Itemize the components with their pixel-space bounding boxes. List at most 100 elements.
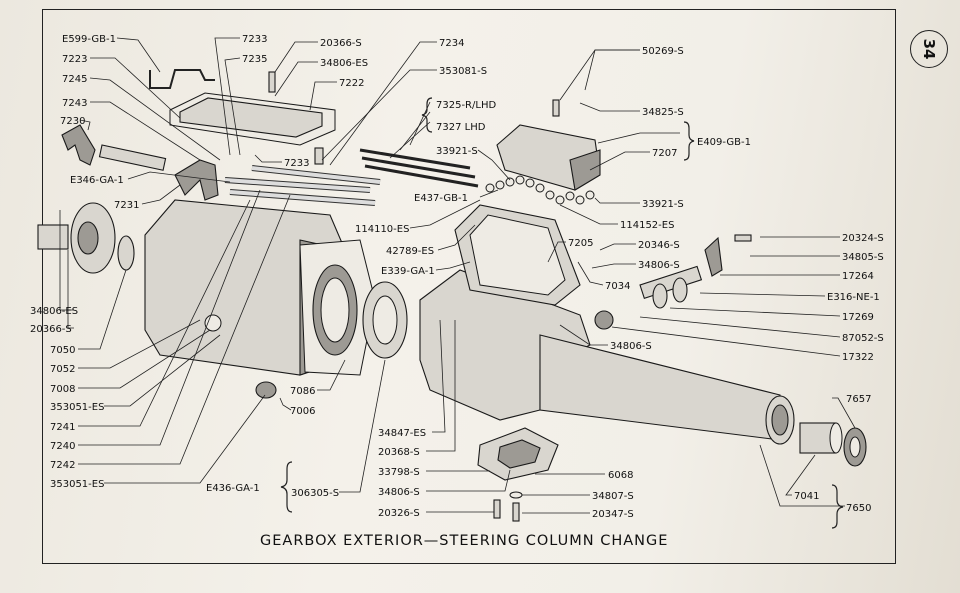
label-7231: 7231: [114, 200, 139, 211]
label-7657: 7657: [846, 394, 871, 405]
label-306305: 306305-S: [291, 488, 339, 499]
label-7240: 7240: [50, 441, 75, 452]
label-e436: E436-GA-1: [206, 483, 260, 494]
label-20326: 20326-S: [378, 508, 420, 519]
selector-rail: [98, 144, 167, 171]
label-34825: 34825-S: [642, 107, 684, 118]
gearbox-casing: [144, 199, 376, 376]
label-6068: 6068: [608, 470, 633, 481]
label-34805: 34805-S: [842, 252, 884, 263]
label-20366s-l: 20366-S: [30, 324, 72, 335]
label-7050: 7050: [50, 345, 75, 356]
label-7245: 7245: [62, 74, 87, 85]
label-7207: 7207: [652, 148, 677, 159]
label-7223: 7223: [62, 54, 87, 65]
label-7233a: 7233: [242, 34, 267, 45]
top-cover-plate: [169, 92, 336, 146]
label-7327: 7327 LHD: [436, 122, 486, 133]
label-34806s-b: 34806-S: [610, 341, 652, 352]
label-353051es-b: 353051-ES: [50, 479, 104, 490]
label-7233b: 7233: [284, 158, 309, 169]
label-7222: 7222: [339, 78, 364, 89]
control-cover: [496, 124, 601, 191]
label-7650: 7650: [846, 503, 871, 514]
label-20368: 20368-S: [378, 447, 420, 458]
label-33798: 33798-S: [378, 467, 420, 478]
control-rods: [359, 148, 479, 188]
label-7325: 7325-R/LHD: [436, 100, 496, 111]
shift-lever-assembly: [594, 236, 723, 330]
label-7243: 7243: [62, 98, 87, 109]
nuts-and-washers: [485, 175, 595, 205]
label-50269: 50269-S: [642, 46, 684, 57]
label-20324: 20324-S: [842, 233, 884, 244]
label-42789: 42789-ES: [386, 246, 434, 257]
leader-lines: [59, 37, 856, 514]
label-7041: 7041: [794, 491, 819, 502]
drain-plug: [255, 381, 277, 399]
label-34806es-l: 34806-ES: [30, 306, 78, 317]
rear-mount: [477, 427, 559, 481]
label-e437: E437-GB-1: [414, 193, 468, 204]
label-7052: 7052: [50, 364, 75, 375]
label-7230: 7230: [60, 116, 85, 127]
label-7241: 7241: [50, 422, 75, 433]
label-17269: 17269: [842, 312, 874, 323]
brace-7325: [421, 97, 433, 133]
part-labels: E599-GB-1 7233 7235 20366-S 34806-ES 722…: [30, 34, 884, 520]
label-7086: 7086: [290, 386, 315, 397]
label-17322: 17322: [842, 352, 874, 363]
label-114110: 114110-ES: [355, 224, 409, 235]
label-7205: 7205: [568, 238, 593, 249]
front-bearing-retainer: [37, 202, 135, 274]
diagram-caption: GEARBOX EXTERIOR—STEERING COLUMN CHANGE: [260, 533, 669, 549]
washer-34807: [509, 491, 523, 499]
page-frame: [42, 9, 896, 564]
label-7234: 7234: [439, 38, 464, 49]
label-e409: E409-GB-1: [697, 137, 751, 148]
bolt-20347: [512, 502, 520, 522]
label-34806es-top: 34806-ES: [320, 58, 368, 69]
label-7235: 7235: [242, 54, 267, 65]
rear-bush: [799, 422, 843, 454]
label-7008: 7008: [50, 384, 75, 395]
label-33921s-a: 33921-S: [436, 146, 478, 157]
label-34806s-c: 34806-S: [378, 487, 420, 498]
label-e346: E346-GA-1: [70, 175, 124, 186]
label-20346: 20346-S: [638, 240, 680, 251]
extension-housing: [419, 269, 795, 445]
label-7242: 7242: [50, 460, 75, 471]
label-e339: E339-GA-1: [381, 266, 435, 277]
bolt-20326: [493, 499, 501, 519]
label-34847: 34847-ES: [378, 428, 426, 439]
label-7006: 7006: [290, 406, 315, 417]
rear-seal-ring: [362, 281, 408, 359]
bracket-part: [149, 69, 215, 89]
label-114152: 114152-ES: [620, 220, 674, 231]
brace-e409: [683, 121, 695, 161]
label-7034: 7034: [605, 281, 630, 292]
spring-353081: [314, 147, 324, 165]
label-20366s-top: 20366-S: [320, 38, 362, 49]
selector-fork-right: [174, 159, 219, 201]
control-housing: [454, 204, 581, 306]
label-353051es-a: 353051-ES: [50, 402, 104, 413]
label-e316: E316-NE-1: [827, 292, 880, 303]
label-353081s: 353081-S: [439, 66, 487, 77]
rear-seal: [843, 427, 867, 467]
brace-7650: [831, 484, 844, 529]
label-33921s-b: 33921-S: [642, 199, 684, 210]
label-17264: 17264: [842, 271, 874, 282]
selector-rods: [224, 165, 381, 206]
brace-e436: [280, 461, 293, 513]
label-34806s-a: 34806-S: [638, 260, 680, 271]
label-20347: 20347-S: [592, 509, 634, 520]
screw-20366-top: [268, 71, 276, 93]
label-87052: 87052-S: [842, 333, 884, 344]
selector-fork-left: [61, 124, 96, 166]
label-34807: 34807-S: [592, 491, 634, 502]
bolt-50269: [552, 99, 560, 117]
label-e599: E599-GB-1: [62, 34, 116, 45]
